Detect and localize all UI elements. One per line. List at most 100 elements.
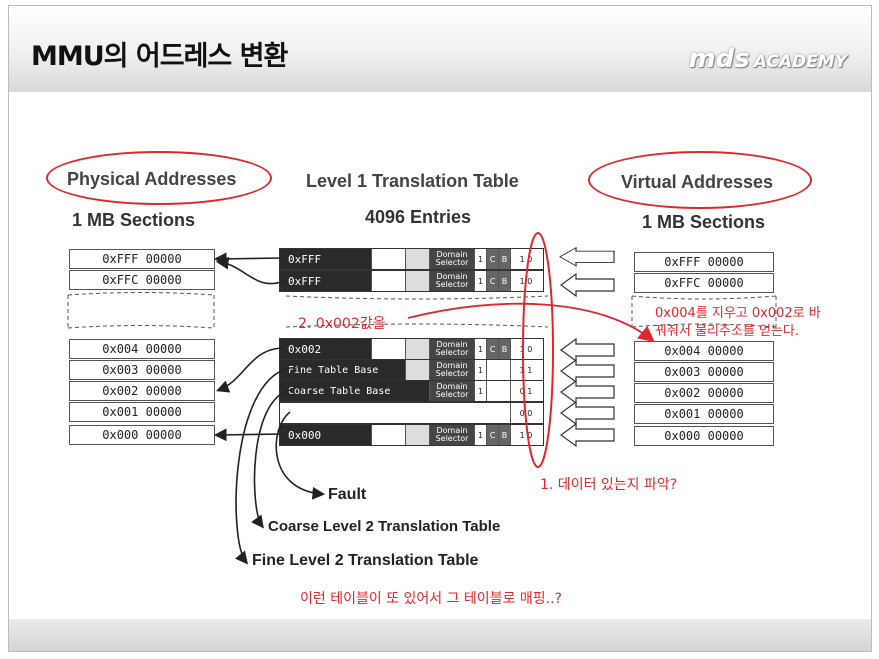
- domain-line2: Selector: [435, 280, 469, 289]
- entry-empty: [406, 271, 430, 291]
- entry-bit-c: C: [487, 271, 499, 291]
- physical-subtitle: 1 MB Sections: [72, 210, 196, 230]
- physical-addr-box: 0x003 00000: [69, 360, 215, 380]
- domain-line1: Domain: [436, 340, 468, 349]
- entry-type: 1 0: [511, 339, 541, 359]
- brand-sub: ACADEMY: [753, 52, 847, 72]
- virtual-addr-box: 0xFFF 00000: [634, 252, 774, 272]
- virtual-addr-box: 0x001 00000: [634, 404, 774, 424]
- lookup-arrows: [559, 246, 615, 448]
- virtual-gap-marker: [631, 295, 777, 328]
- map-arrow: [215, 256, 285, 285]
- entry-empty: [372, 271, 406, 291]
- physical-addr-box: 0x000 00000: [69, 425, 215, 445]
- table-title: Level 1 Translation Table: [306, 171, 519, 191]
- entry-type: 1 0: [511, 249, 541, 269]
- entry-bit: 1: [475, 249, 487, 269]
- virtual-title-circle: [588, 151, 812, 209]
- virtual-addr-box: 0x000 00000: [634, 426, 774, 446]
- domain-line2: Selector: [435, 369, 469, 378]
- entry-type: 0 1: [511, 381, 541, 401]
- entry-empty: [372, 339, 406, 359]
- entry-base: Fine Table Base: [280, 360, 406, 380]
- bits-highlight-circle: [522, 232, 554, 468]
- physical-addr-box: 0x004 00000: [69, 339, 215, 359]
- physical-title-circle: [46, 151, 272, 205]
- fault-label: Fault: [328, 486, 367, 503]
- entry-empty: [406, 425, 430, 445]
- physical-gap-marker: [67, 292, 215, 329]
- note-another-table: 이런 테이블이 또 있어서 그 테이블로 매핑..?: [300, 591, 562, 607]
- physical-addr-box: 0xFFC 00000: [69, 270, 215, 290]
- entry-bit-c: C: [487, 425, 499, 445]
- entry-bit: 1: [475, 339, 487, 359]
- entry-type: 1 1: [511, 360, 541, 380]
- virtual-addr-box: 0x003 00000: [634, 362, 774, 382]
- entry-bit-b: B: [499, 339, 511, 359]
- map-arrow: [216, 347, 285, 393]
- map-arrow: [213, 428, 285, 442]
- fine-arrow: [234, 367, 291, 565]
- slide-title: MMU의 어드레스 변환: [31, 41, 288, 72]
- entry-type: 1 0: [511, 425, 541, 445]
- entry-empty: [372, 425, 406, 445]
- domain-line1: Domain: [436, 426, 468, 435]
- entry-bit-b: B: [499, 249, 511, 269]
- brand-main: mds: [688, 44, 750, 74]
- entry-empty: [406, 339, 430, 359]
- entry-bit: 1: [475, 425, 487, 445]
- physical-addr-box: 0x001 00000: [69, 402, 215, 422]
- coarse-table-label: Coarse Level 2 Translation Table: [268, 518, 501, 535]
- entry-empty: [406, 249, 430, 269]
- virtual-addr-box: 0xFFC 00000: [634, 273, 774, 293]
- entry-empty: [406, 360, 430, 380]
- table-entry: 0 0: [279, 402, 544, 424]
- entry-bit-b: B: [499, 425, 511, 445]
- red-annotation-arrow: [407, 302, 655, 343]
- entry-base: 0x000: [280, 425, 372, 445]
- domain-line2: Selector: [435, 258, 469, 267]
- virtual-subtitle: 1 MB Sections: [642, 212, 766, 232]
- domain-line1: Domain: [436, 361, 468, 370]
- entry-empty: [372, 249, 406, 269]
- fine-table-label: Fine Level 2 Translation Table: [252, 552, 479, 569]
- coarse-arrow: [251, 389, 291, 529]
- entry-empty: [487, 360, 511, 380]
- fault-arrow: [275, 411, 326, 500]
- entry-bit-c: C: [487, 339, 499, 359]
- entry-base: 0x002: [280, 339, 372, 359]
- physical-addr-box: 0xFFF 00000: [69, 249, 215, 269]
- note-replace-line1: 0x004를 지우고 0x002로 바: [655, 306, 821, 321]
- entry-base: 0xFFF: [280, 249, 372, 269]
- entry-empty: [487, 381, 511, 401]
- physical-addr-box: 0x002 00000: [69, 381, 215, 401]
- domain-line2: Selector: [435, 390, 469, 399]
- domain-line2: Selector: [435, 434, 469, 443]
- domain-line1: Domain: [436, 272, 468, 281]
- entry-bit: 1: [475, 381, 487, 401]
- note-check-data: 1. 데이터 있는지 파악?: [540, 477, 678, 493]
- table-subtitle: 4096 Entries: [365, 207, 472, 227]
- entry-bit-c: C: [487, 249, 499, 269]
- domain-line1: Domain: [436, 382, 468, 391]
- entry-empty: [280, 403, 511, 423]
- note-replace-line2: 꿔줘서 물리주소를 얻는다.: [655, 324, 799, 339]
- domain-line2: Selector: [435, 348, 469, 357]
- entry-base: 0xFFF: [280, 271, 372, 291]
